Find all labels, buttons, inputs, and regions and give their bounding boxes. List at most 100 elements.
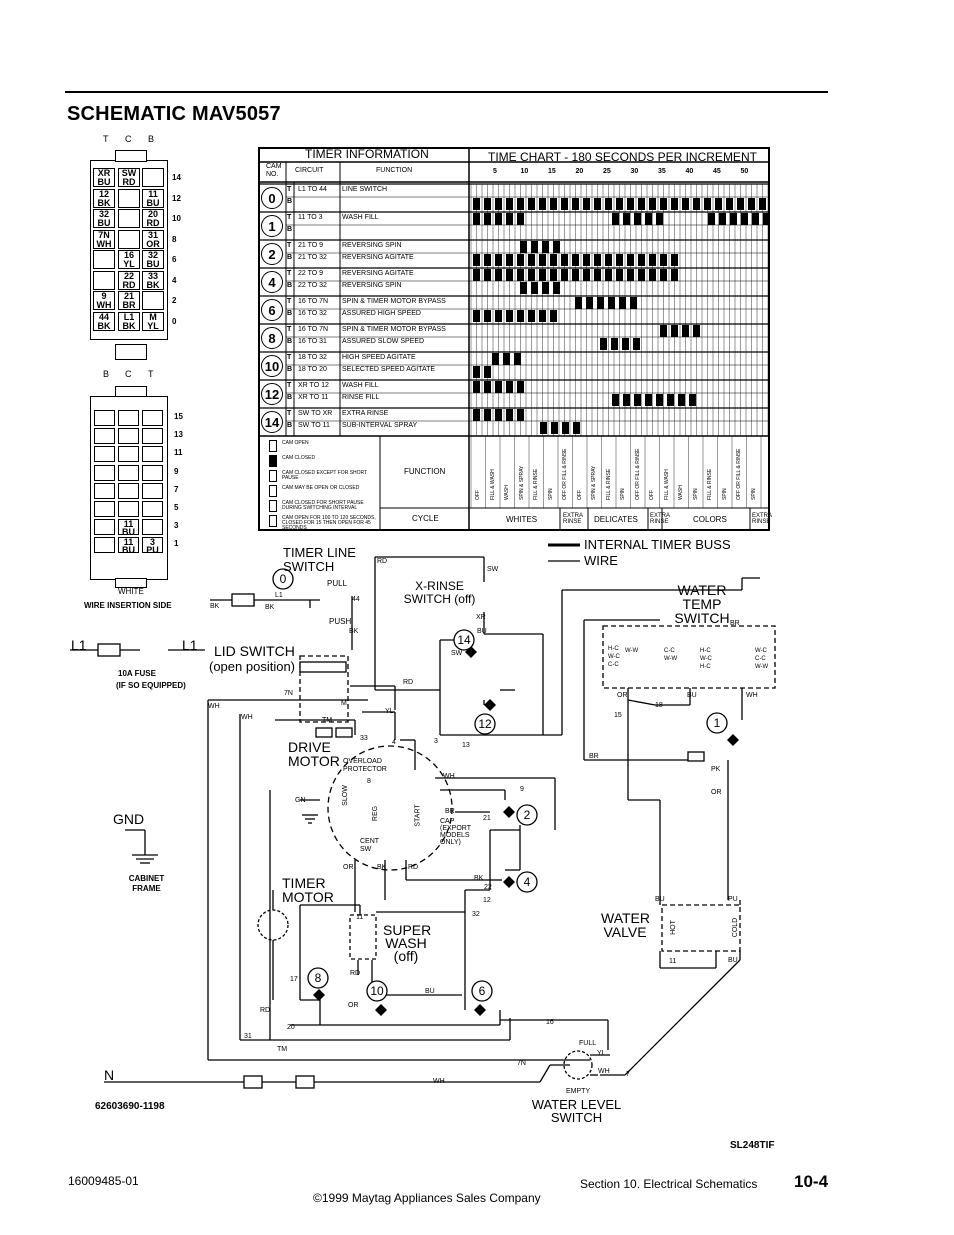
cam-number: 1: [261, 215, 283, 237]
connector-cavity: [94, 482, 115, 499]
wire-tag: 7: [626, 1071, 630, 1078]
connector-cavity: [94, 519, 115, 536]
col-cam-no: CAM NO.: [266, 163, 282, 178]
l1-left-label: L1: [71, 637, 87, 653]
temp-switch-position: W-W: [664, 656, 678, 662]
pull-label: PULL: [327, 579, 348, 588]
legend-text: CAM OPEN FOR 100 TO 120 SECONDS, CLOSED …: [282, 515, 376, 531]
wire-tag: 9: [520, 786, 524, 793]
drive-motor-label: DRIVE MOTOR: [288, 739, 340, 769]
svg-text:0: 0: [280, 572, 287, 586]
connector-cell: [118, 229, 140, 249]
wire-tag: 11: [669, 958, 677, 965]
temp-switch-position: H-C: [700, 648, 711, 654]
cam-number: 4: [261, 271, 283, 293]
wire-tag: BR: [730, 620, 740, 627]
function-b: RINSE FILL: [342, 394, 380, 401]
legend-swatch: [269, 515, 277, 527]
connector-cell: 9 WH: [93, 291, 115, 310]
row-t-marker: T: [287, 298, 292, 305]
timer-info-header: TIMER INFORMATION: [305, 147, 429, 161]
wire-tag: BK: [349, 628, 359, 635]
wire-tag: GN: [295, 797, 306, 804]
time-tick-label: 40: [685, 168, 694, 175]
row-t-marker: T: [287, 410, 292, 417]
connector-pin-number: 11: [174, 448, 183, 458]
wire-tag: PU: [728, 896, 738, 903]
circuit-t: 16 TO 7N: [298, 326, 329, 333]
connector-cell: [118, 209, 140, 228]
time-tick-label: 30: [630, 168, 639, 175]
connector-pin-number: 15: [174, 412, 183, 421]
circuit-b: XR TO 11: [298, 394, 329, 401]
connector-cell: [142, 291, 164, 310]
connector-cavity: [142, 410, 163, 426]
svg-text:2: 2: [524, 808, 531, 822]
lid-switch-position: (open position): [209, 659, 295, 674]
fuse-label: 10A FUSE: [118, 669, 156, 678]
circuit-b: SW TO 11: [298, 422, 330, 429]
wire-tag: BK: [474, 875, 484, 882]
full-label: FULL: [579, 1040, 597, 1047]
water-temp-switch-label: WATER TEMP SWITCH: [674, 582, 730, 626]
cycle-extra-rinse-1: EXTRA RINSE: [563, 513, 583, 525]
wire-tag: BU: [425, 988, 435, 995]
circuit-t: 11 TO 3: [298, 214, 323, 221]
time-tick-label: 50: [740, 168, 749, 175]
connector-pin-number: 12: [172, 193, 181, 203]
connector-cavity: [94, 501, 115, 517]
connector-cavity: [118, 464, 139, 481]
row-b-marker: B: [287, 226, 293, 233]
temp-switch-position: C-C: [664, 648, 675, 654]
function-b: REVERSING AGITATE: [342, 254, 414, 261]
wire-tag: RD: [260, 1007, 271, 1014]
wire-tag: RD: [377, 558, 388, 565]
time-tick-label: 10: [520, 168, 529, 175]
row-b-marker: B: [287, 310, 293, 317]
row-t-marker: T: [287, 186, 292, 193]
connector-cell: [118, 188, 140, 208]
wire-tag: 3: [434, 738, 438, 745]
connector-cavity: [118, 428, 139, 445]
connector-cavity: 11 BU: [118, 537, 139, 555]
connector-cavity: [118, 501, 139, 517]
drawing-code: SL248TIF: [730, 1140, 775, 1151]
connector-cell: 32 BU: [93, 209, 115, 228]
timer-information-table: [258, 147, 770, 531]
timer-motor-label: TIMER MOTOR: [282, 875, 334, 905]
svg-text:14: 14: [457, 633, 471, 647]
wire-tag: WH: [208, 703, 220, 710]
circuit-t: XR TO 12: [298, 382, 329, 389]
circuit-b: 16 TO 31: [298, 338, 327, 345]
wire-tag: RD: [408, 864, 419, 871]
wire-tag: 20: [287, 1024, 295, 1031]
circuit-b: 16 TO 32: [298, 310, 327, 317]
legend-wire: WIRE: [584, 553, 618, 568]
legend-internal-timer-buss: INTERNAL TIMER BUSS: [584, 537, 731, 552]
col-function: FUNCTION: [376, 167, 413, 174]
wire-tag: BR: [589, 753, 599, 760]
legend-swatch: [269, 440, 277, 452]
bottom-connector-foot: [115, 578, 147, 588]
overload-protector-label: OVERLOAD PROTECTOR: [343, 758, 387, 773]
cycle-colors: COLORS: [693, 515, 727, 524]
wire-tag: OR: [348, 1002, 359, 1009]
connector-cell: 11 BU: [142, 188, 164, 208]
connector-pin-number: 2: [172, 296, 177, 305]
temp-switch-position: H-C: [608, 646, 619, 652]
wire-tag: BU: [728, 957, 738, 964]
wire-tag: WH: [241, 714, 253, 721]
wire-tag: YL: [385, 708, 394, 715]
svg-text:1: 1: [714, 716, 721, 730]
cabinet-frame-label: CABINET FRAME: [128, 874, 165, 893]
connector-cell: 21 BR: [118, 291, 140, 310]
cycle-label: CYCLE: [412, 514, 439, 523]
wire-tag: 11: [356, 914, 364, 921]
wire-tag: BK: [210, 603, 220, 610]
connector-cell: XR BU: [93, 168, 115, 187]
row-b-marker: B: [287, 198, 293, 205]
wire-tag: 12: [483, 897, 491, 904]
cap-label: CAP (EXPORT MODELS ONLY): [440, 818, 471, 846]
row-t-marker: T: [287, 326, 292, 333]
